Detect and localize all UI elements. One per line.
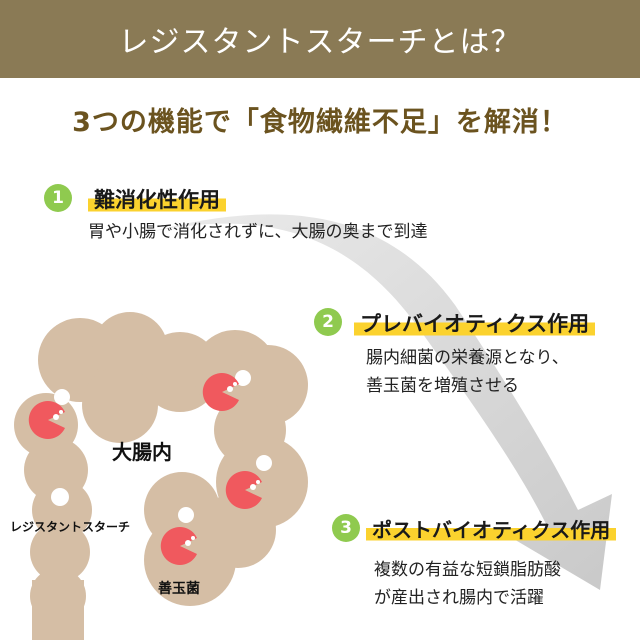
feature-1-number: 1	[44, 184, 72, 212]
feature-3-desc-line-1: 複数の有益な短鎖脂肪酸	[374, 560, 561, 580]
feature-1-title: 難消化性作用	[88, 184, 226, 214]
flow-arrow	[150, 214, 612, 590]
header-banner: レジスタントスターチとは？	[0, 0, 640, 78]
starch-dots	[51, 370, 272, 523]
bacteria-icons	[28, 373, 262, 565]
page-title: レジスタントスターチとは？	[118, 25, 522, 60]
intestine-label: 大腸内	[112, 440, 172, 464]
feature-3-title: ポストバイオティクス作用	[366, 514, 617, 543]
feature-2-title: プレバイオティクス作用	[354, 308, 596, 338]
feature-2-desc-line-2: 善玉菌を増殖させる	[366, 376, 519, 396]
feature-1-desc: 胃や小腸で消化されずに、大腸の奥まで到達	[88, 222, 428, 242]
bacteria-label: 善玉菌	[158, 581, 200, 597]
subtitle: 3つの機能で「食物繊維不足」を解消！	[72, 107, 568, 138]
feature-2-desc-line-1: 腸内細菌の栄養源となり、	[366, 348, 569, 368]
feature-3-number: 3	[332, 514, 360, 542]
feature-2-number: 2	[314, 308, 342, 336]
starch-label: レジスタントスターチ	[10, 520, 131, 534]
feature-3-desc-line-2: が産出され腸内で活躍	[374, 588, 544, 608]
